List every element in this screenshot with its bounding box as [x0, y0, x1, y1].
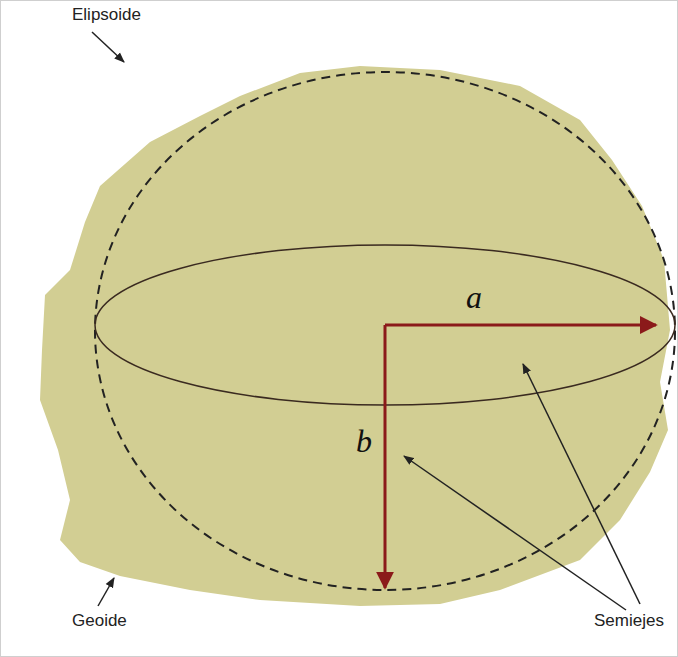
leader-line	[523, 364, 640, 604]
semi-axis-b	[384, 325, 387, 588]
geoid-label: Geoide	[72, 612, 127, 631]
semi-axis-a	[385, 324, 656, 327]
ellipsoid-label: Elipsoide	[72, 6, 141, 25]
leader-line	[98, 578, 114, 606]
ellipsoid-outline	[95, 72, 675, 590]
geoid-shape	[40, 66, 670, 606]
leader-line	[404, 456, 626, 610]
axis-label: b	[356, 424, 372, 459]
axis-label: a	[466, 280, 482, 315]
semi-axes-label: Semiejes	[594, 612, 664, 631]
leader-line	[92, 32, 124, 62]
